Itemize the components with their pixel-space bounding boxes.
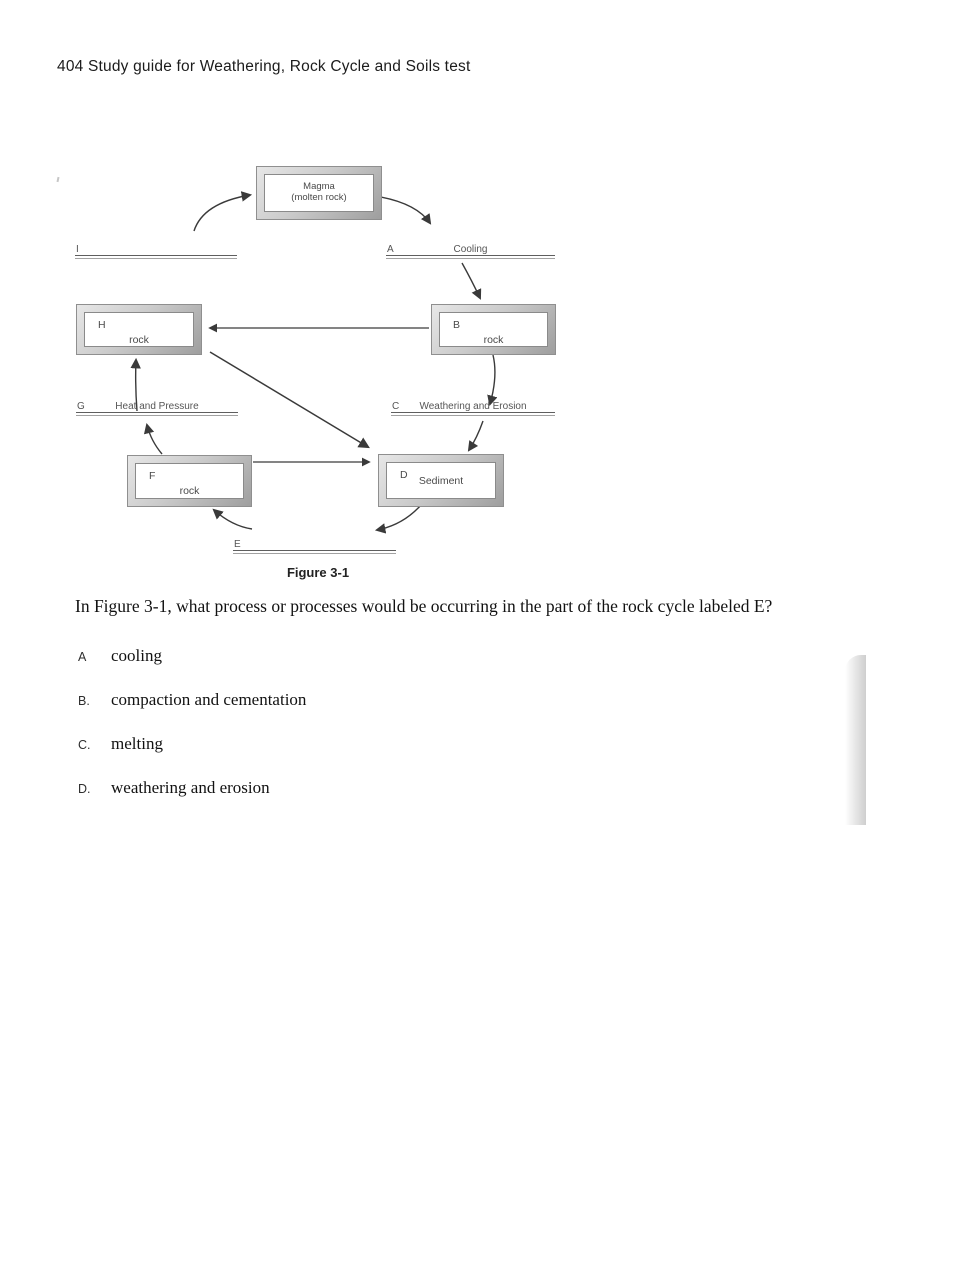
- scan-speck: [56, 176, 60, 183]
- process-line-c: C Weathering and Erosion: [391, 397, 555, 416]
- process-line-g: G Heat and Pressure: [76, 397, 238, 416]
- page-edge-shadow: [845, 655, 866, 825]
- rock-box-f: F rock: [127, 455, 252, 507]
- rock-box-h: H rock: [76, 304, 202, 355]
- option-a-text: cooling: [111, 646, 162, 665]
- blank-rule: [391, 412, 555, 416]
- box-letter-b: B: [453, 319, 461, 331]
- box-label-h: rock: [129, 334, 149, 346]
- magma-box-inner: Magma (molten rock): [264, 174, 374, 212]
- box-letter-d: D: [400, 469, 408, 481]
- option-d-letter: D.: [78, 782, 91, 796]
- option-c-text: melting: [111, 734, 163, 753]
- process-line-a: A Cooling: [386, 240, 555, 259]
- blank-rule: [233, 550, 396, 554]
- question-text: In Figure 3-1, what process or processes…: [75, 596, 773, 616]
- box-letter-f: F: [149, 470, 156, 482]
- box-label-d: Sediment: [418, 475, 464, 487]
- sediment-box-d: D Sediment: [378, 454, 504, 507]
- magma-label: Magma (molten rock): [291, 181, 347, 203]
- option-d: D. weathering and erosion: [78, 778, 270, 798]
- magma-box: Magma (molten rock): [256, 166, 382, 220]
- option-d-text: weathering and erosion: [111, 778, 270, 797]
- option-b-text: compaction and cementation: [111, 690, 307, 709]
- option-b-letter: B.: [78, 694, 90, 708]
- blank-rule: [76, 412, 238, 416]
- box-label-f: rock: [179, 485, 200, 497]
- blank-rule: [75, 255, 237, 259]
- rock-box-b: B rock: [431, 304, 556, 355]
- box-letter-h: H: [98, 319, 106, 331]
- box-label-b: rock: [483, 334, 504, 346]
- blank-rule: [386, 255, 555, 259]
- figure-caption: Figure 3-1: [286, 565, 350, 580]
- option-a-letter: A: [78, 650, 87, 664]
- page-title: 404 Study guide for Weathering, Rock Cyc…: [57, 58, 471, 75]
- option-a: A cooling: [78, 646, 162, 666]
- process-line-i: I: [75, 240, 237, 259]
- option-c-letter: C.: [78, 738, 91, 752]
- process-line-e: E: [233, 535, 396, 554]
- option-c: C. melting: [78, 734, 163, 754]
- option-b: B. compaction and cementation: [78, 690, 306, 710]
